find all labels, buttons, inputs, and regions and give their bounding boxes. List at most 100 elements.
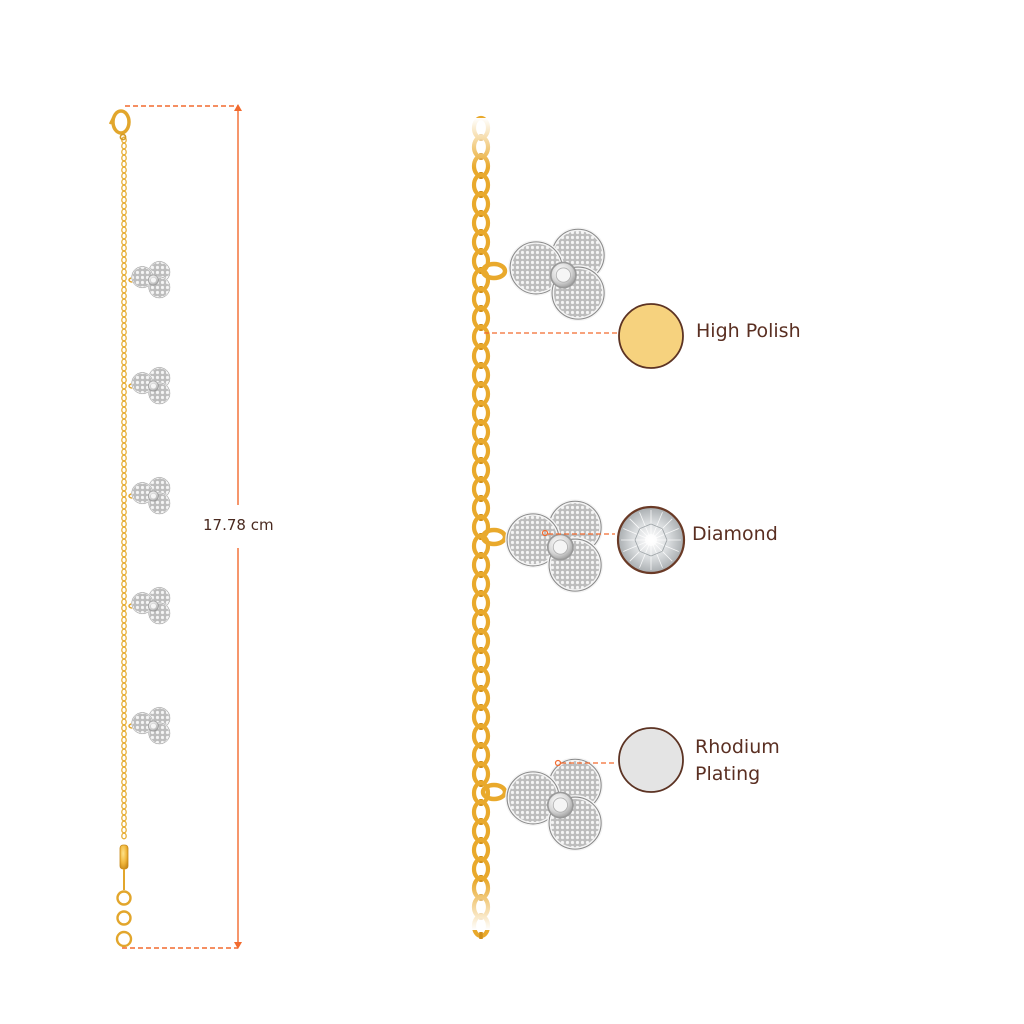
chain-link xyxy=(121,370,127,378)
chain-link xyxy=(121,412,127,420)
chain-link xyxy=(121,640,127,648)
flower-charm xyxy=(131,476,171,515)
chain-link xyxy=(121,490,127,498)
chain-link xyxy=(121,376,127,384)
chain-link xyxy=(121,304,127,312)
chain-link xyxy=(121,160,127,168)
chain-link xyxy=(121,400,127,408)
chain-link xyxy=(121,292,127,300)
chain-link xyxy=(121,196,127,204)
chain-link xyxy=(121,574,127,582)
chain-link xyxy=(121,232,127,240)
chain-link xyxy=(121,172,127,180)
chain-link xyxy=(121,688,127,696)
chain-link xyxy=(121,592,127,600)
flower-charm xyxy=(131,260,171,299)
flower-charm xyxy=(131,706,171,745)
flower-charm xyxy=(131,586,171,625)
chain-link xyxy=(121,748,127,756)
chain-link xyxy=(121,706,127,714)
chain-link xyxy=(121,754,127,762)
chain-link xyxy=(121,700,127,708)
chain-link xyxy=(121,430,127,438)
chain-link xyxy=(121,256,127,264)
swatch-high-polish xyxy=(618,303,684,369)
swatch-rhodium xyxy=(618,727,684,793)
chain-link xyxy=(121,274,127,282)
chain-link xyxy=(121,142,127,150)
chain-link xyxy=(121,268,127,276)
chain-link xyxy=(121,604,127,612)
chain-link xyxy=(121,322,127,330)
chain-link xyxy=(121,742,127,750)
chain-link xyxy=(121,634,127,642)
chain-link xyxy=(121,736,127,744)
extension-rings xyxy=(115,869,133,948)
chain-link xyxy=(121,436,127,444)
chain-link xyxy=(121,214,127,222)
chain-link xyxy=(121,244,127,252)
flower-charm xyxy=(131,366,171,405)
chain-link xyxy=(121,676,127,684)
chain-link xyxy=(121,796,127,804)
chain-link xyxy=(121,466,127,474)
chain-link xyxy=(121,394,127,402)
chain-link xyxy=(121,562,127,570)
chain-link xyxy=(121,166,127,174)
chain-link xyxy=(121,472,127,480)
chain-link xyxy=(121,610,127,618)
chain-link xyxy=(121,670,127,678)
chain-link xyxy=(121,628,127,636)
chain-link xyxy=(121,784,127,792)
length-label: 17.78 cm xyxy=(203,516,274,534)
chain-link xyxy=(121,448,127,456)
length-dimension xyxy=(122,104,242,949)
chain-link xyxy=(121,328,127,336)
chain-link xyxy=(121,760,127,768)
chain-link xyxy=(121,730,127,738)
feature-label-high-polish: High Polish xyxy=(696,320,801,342)
chain-link xyxy=(121,454,127,462)
chain-link xyxy=(121,496,127,504)
chain-link xyxy=(121,184,127,192)
chain-link xyxy=(121,622,127,630)
chain-link xyxy=(121,646,127,654)
chain-link xyxy=(121,652,127,660)
chain-link xyxy=(121,208,127,216)
lobster-clasp xyxy=(108,109,131,141)
chain-link xyxy=(121,310,127,318)
chain-link xyxy=(121,580,127,588)
chain-link xyxy=(121,586,127,594)
chain-link xyxy=(121,538,127,546)
chain-link xyxy=(121,238,127,246)
chain-link xyxy=(121,478,127,486)
chain-link xyxy=(121,406,127,414)
flower-charm xyxy=(505,757,604,852)
chain-link xyxy=(121,202,127,210)
overview-charms xyxy=(128,260,171,745)
arrow-up-icon xyxy=(234,104,242,111)
chain-link xyxy=(121,334,127,342)
chain-link xyxy=(121,568,127,576)
chain-link xyxy=(121,820,127,828)
chain-link xyxy=(121,364,127,372)
chain-link xyxy=(121,682,127,690)
flower-charm xyxy=(508,227,607,322)
chain-link xyxy=(121,502,127,510)
chain-link xyxy=(121,316,127,324)
chain-link xyxy=(121,712,127,720)
arrow-down-icon xyxy=(234,942,242,949)
chain-link xyxy=(121,298,127,306)
chain-link xyxy=(121,250,127,258)
chain-link xyxy=(121,826,127,834)
chain-link xyxy=(121,766,127,774)
chain-link xyxy=(121,598,127,606)
chain-link xyxy=(121,148,127,156)
chain-link xyxy=(121,772,127,780)
chain-link xyxy=(121,262,127,270)
chain-link xyxy=(121,280,127,288)
extension-tag xyxy=(119,844,129,870)
chain-link xyxy=(121,358,127,366)
chain-link xyxy=(121,520,127,528)
